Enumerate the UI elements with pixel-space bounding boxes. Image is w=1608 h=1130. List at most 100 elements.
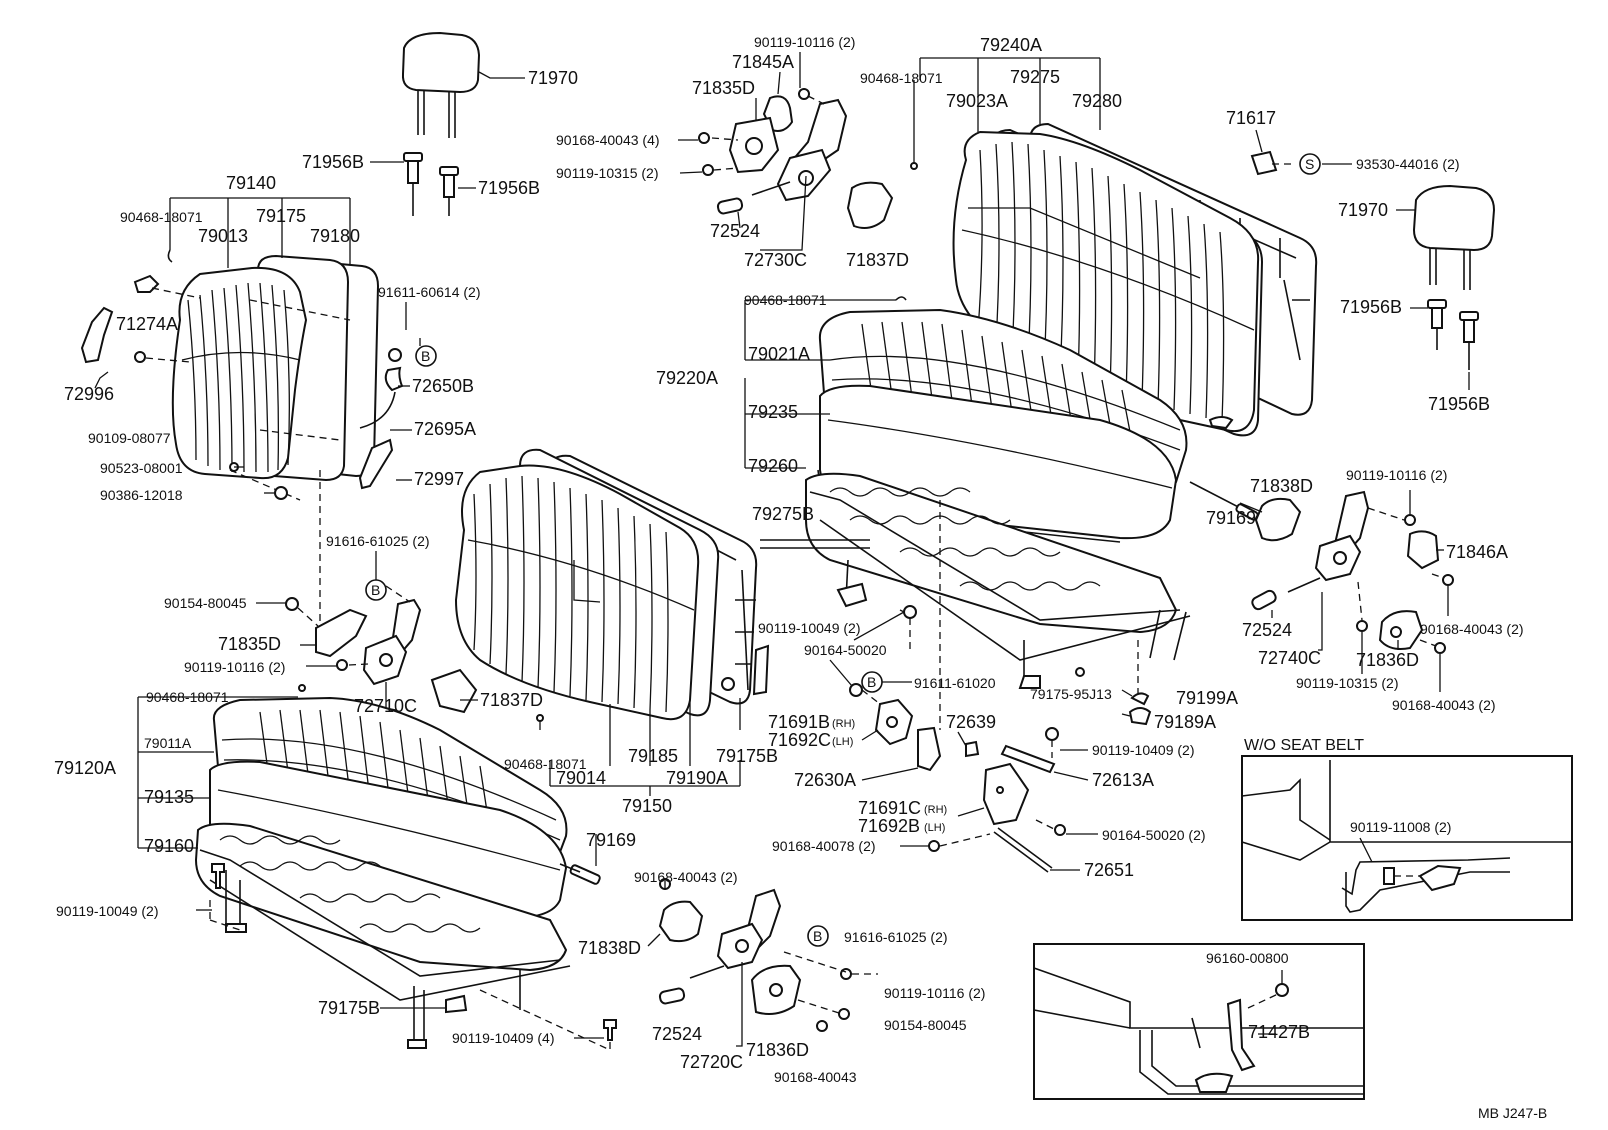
part-label: 90119-10409 (2): [1092, 742, 1194, 758]
part-label: 71838D: [578, 938, 641, 958]
part-label: 72720C: [680, 1052, 743, 1072]
headrest-right: [1396, 184, 1496, 390]
center-lower-brackets: [849, 605, 1152, 873]
svg-text:B: B: [371, 582, 380, 598]
part-label: 79135: [144, 787, 194, 807]
part-label: 90168-40043 (2): [1392, 697, 1496, 713]
inset-title: W/O SEAT BELT: [1244, 737, 1364, 754]
part-label: 90386-12018: [100, 487, 183, 503]
part-label: 72710C: [354, 696, 417, 716]
part-label: 96160-00800: [1206, 950, 1289, 966]
part-label: 90119-10116 (2): [754, 34, 855, 50]
right-side-items: [1208, 150, 1352, 430]
part-label: 79140: [226, 173, 276, 193]
part-label: 79275B: [752, 504, 814, 524]
part-label: 90164-50020 (2): [1102, 827, 1206, 843]
part-label: 79175: [256, 206, 306, 226]
inset-without-seat-belt: [1241, 755, 1573, 921]
part-label: 79160: [144, 836, 194, 856]
part-label: 72996: [64, 384, 114, 404]
svg-text:B: B: [867, 674, 876, 690]
part-label: 79011A: [144, 735, 192, 751]
part-label: 79175B: [716, 746, 778, 766]
part-label: 79180: [310, 226, 360, 246]
seat-cushion-left: [194, 684, 617, 1051]
svg-text:B: B: [421, 348, 430, 364]
part-label: 72997: [414, 469, 464, 489]
part-label: 72524: [652, 1024, 702, 1044]
part-label: 79199A: [1176, 688, 1238, 708]
svg-text:S: S: [1305, 156, 1314, 172]
part-label: 72613A: [1092, 770, 1154, 790]
hinge-right: [1251, 490, 1454, 654]
part-label: 71691C: [858, 798, 921, 818]
part-label: 71835D: [218, 634, 281, 654]
inset-seat-belt-anchor: [1033, 943, 1365, 1100]
part-label: 71835D: [692, 78, 755, 98]
part-label: 90468-18071: [860, 70, 943, 86]
part-label: 71837D: [480, 690, 543, 710]
marker-b-3: B: [861, 671, 883, 693]
part-label: 90119-10315 (2): [556, 165, 658, 181]
part-label: 71970: [528, 68, 578, 88]
part-label: 71427B: [1248, 1022, 1310, 1042]
part-label: 71956B: [302, 152, 364, 172]
hinge-upper: [698, 88, 848, 251]
part-label: 72695A: [414, 419, 476, 439]
hinge-left: [285, 585, 478, 714]
seatback-middle-assembly: [454, 448, 770, 796]
seatback-left-assembly: [171, 254, 380, 640]
part-label: 79175-95J13: [1030, 686, 1112, 702]
hinge-lower: [658, 878, 878, 1047]
part-label: 79021A: [748, 344, 810, 364]
part-label: 79120A: [54, 758, 116, 778]
reference-markers: B B B B S: [365, 153, 1321, 947]
part-label: 71836D: [746, 1040, 809, 1060]
part-label: 71838D: [1250, 476, 1313, 496]
marker-b-1: B: [415, 345, 437, 367]
part-label: 71617: [1226, 108, 1276, 128]
part-label: 71836D: [1356, 650, 1419, 670]
part-label: 79175B: [318, 998, 380, 1018]
part-label: 79023A: [946, 91, 1008, 111]
part-label: 93530-44016 (2): [1356, 156, 1460, 172]
part-label: 71691B: [768, 712, 830, 732]
seat-cushion-right: [760, 308, 1259, 730]
marker-b-2: B: [365, 579, 387, 601]
part-label: 90119-10315 (2): [1296, 675, 1398, 691]
part-label: 90154-80045: [884, 1017, 967, 1033]
part-label: 71692B: [858, 816, 920, 836]
part-label: 79260: [748, 456, 798, 476]
part-label: 71845A: [732, 52, 794, 72]
part-label: (RH): [924, 804, 947, 816]
part-label: 79190A: [666, 768, 728, 788]
part-label: 90168-40078 (2): [772, 838, 876, 854]
part-label: 90168-40043 (2): [1420, 621, 1524, 637]
part-label: 79189A: [1154, 712, 1216, 732]
part-label: 71846A: [1446, 542, 1508, 562]
part-label: 79235: [748, 402, 798, 422]
part-label: 72524: [710, 221, 760, 241]
headrest-left: [401, 31, 525, 138]
part-label: 72650B: [412, 376, 474, 396]
part-label: 91616-61025 (2): [844, 929, 948, 945]
part-label: 79014: [556, 768, 606, 788]
part-label: 91611-61020: [914, 675, 996, 691]
part-label: 91616-61025 (2): [326, 533, 430, 549]
part-label: 72630A: [794, 770, 856, 790]
part-label: 90119-10116 (2): [884, 985, 985, 1001]
part-label: 90468-18071: [146, 689, 229, 705]
part-label: 90119-10409 (4): [452, 1030, 554, 1046]
part-label: 90119-10116 (2): [1346, 467, 1447, 483]
part-label: 79240A: [980, 35, 1042, 55]
part-label: 91611-60614 (2): [378, 284, 480, 300]
label-leaders: [196, 52, 1449, 1039]
part-label: 79169: [1206, 508, 1256, 528]
part-label: 71956B: [1340, 297, 1402, 317]
svg-text:B: B: [813, 928, 822, 944]
part-label: 90119-10049 (2): [758, 620, 860, 636]
cover-upper-71837d: [846, 80, 918, 229]
part-label: 71956B: [1428, 394, 1490, 414]
part-label: 79185: [628, 746, 678, 766]
